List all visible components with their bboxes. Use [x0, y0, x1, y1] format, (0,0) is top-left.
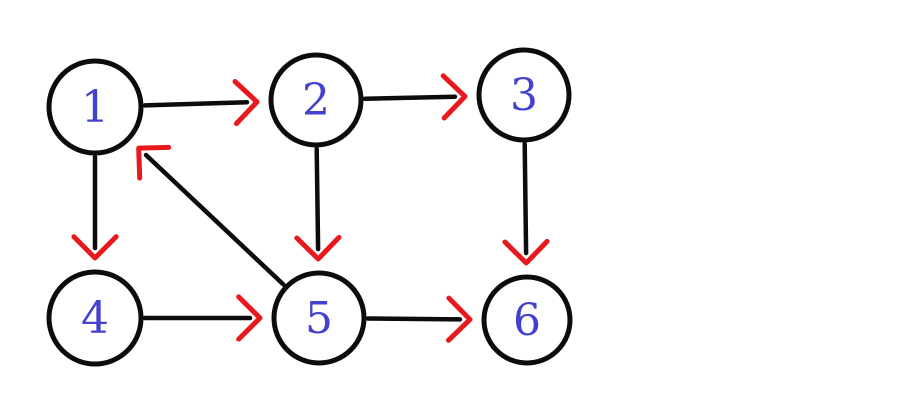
node-circle-5: [271, 270, 367, 366]
edge-2-5: [294, 146, 342, 262]
node-label-6: 6: [513, 295, 541, 346]
edge-line-5-1: [143, 152, 286, 287]
edge-5-6: [365, 295, 473, 343]
node-circle-2: [268, 52, 364, 148]
node-4: 4: [46, 269, 144, 367]
node-label-5: 5: [305, 293, 333, 344]
edge-line-1-2: [142, 99, 250, 108]
node-label-2: 2: [302, 75, 330, 126]
arrowhead-icon-2-3: [440, 73, 468, 121]
edge-line-5-6: [365, 316, 463, 322]
node-2: 2: [268, 52, 364, 148]
arrowhead-icon-2-5: [294, 234, 342, 262]
node-circle-1: [46, 58, 144, 156]
edge-line-2-5: [314, 146, 321, 252]
arrowhead-icon-5-1: [136, 144, 172, 181]
node-3: 3: [476, 47, 572, 143]
edge-line-3-6: [522, 141, 529, 256]
edge-5-1: [136, 144, 286, 287]
node-circle-3: [476, 47, 572, 143]
edge-3-6: [502, 141, 550, 266]
arrowhead-icon-4-5: [236, 294, 263, 342]
arrowhead-icon-5-6: [446, 295, 473, 343]
edge-1-4: [71, 154, 119, 261]
node-circle-6: [481, 274, 573, 366]
arrowhead-icon-1-2: [232, 79, 260, 127]
node-circle-4: [46, 269, 144, 367]
arrowhead-icon-1-4: [71, 234, 119, 261]
node-label-3: 3: [510, 70, 538, 121]
edge-line-2-3: [362, 94, 458, 102]
edge-4-5: [142, 294, 263, 342]
node-label-1: 1: [81, 82, 109, 133]
node-5: 5: [271, 270, 367, 366]
edge-1-2: [142, 79, 260, 127]
node-label-4: 4: [81, 293, 109, 344]
node-6: 6: [481, 274, 573, 366]
edge-2-3: [362, 73, 468, 121]
node-1: 1: [46, 58, 144, 156]
arrowhead-icon-3-6: [502, 238, 550, 266]
